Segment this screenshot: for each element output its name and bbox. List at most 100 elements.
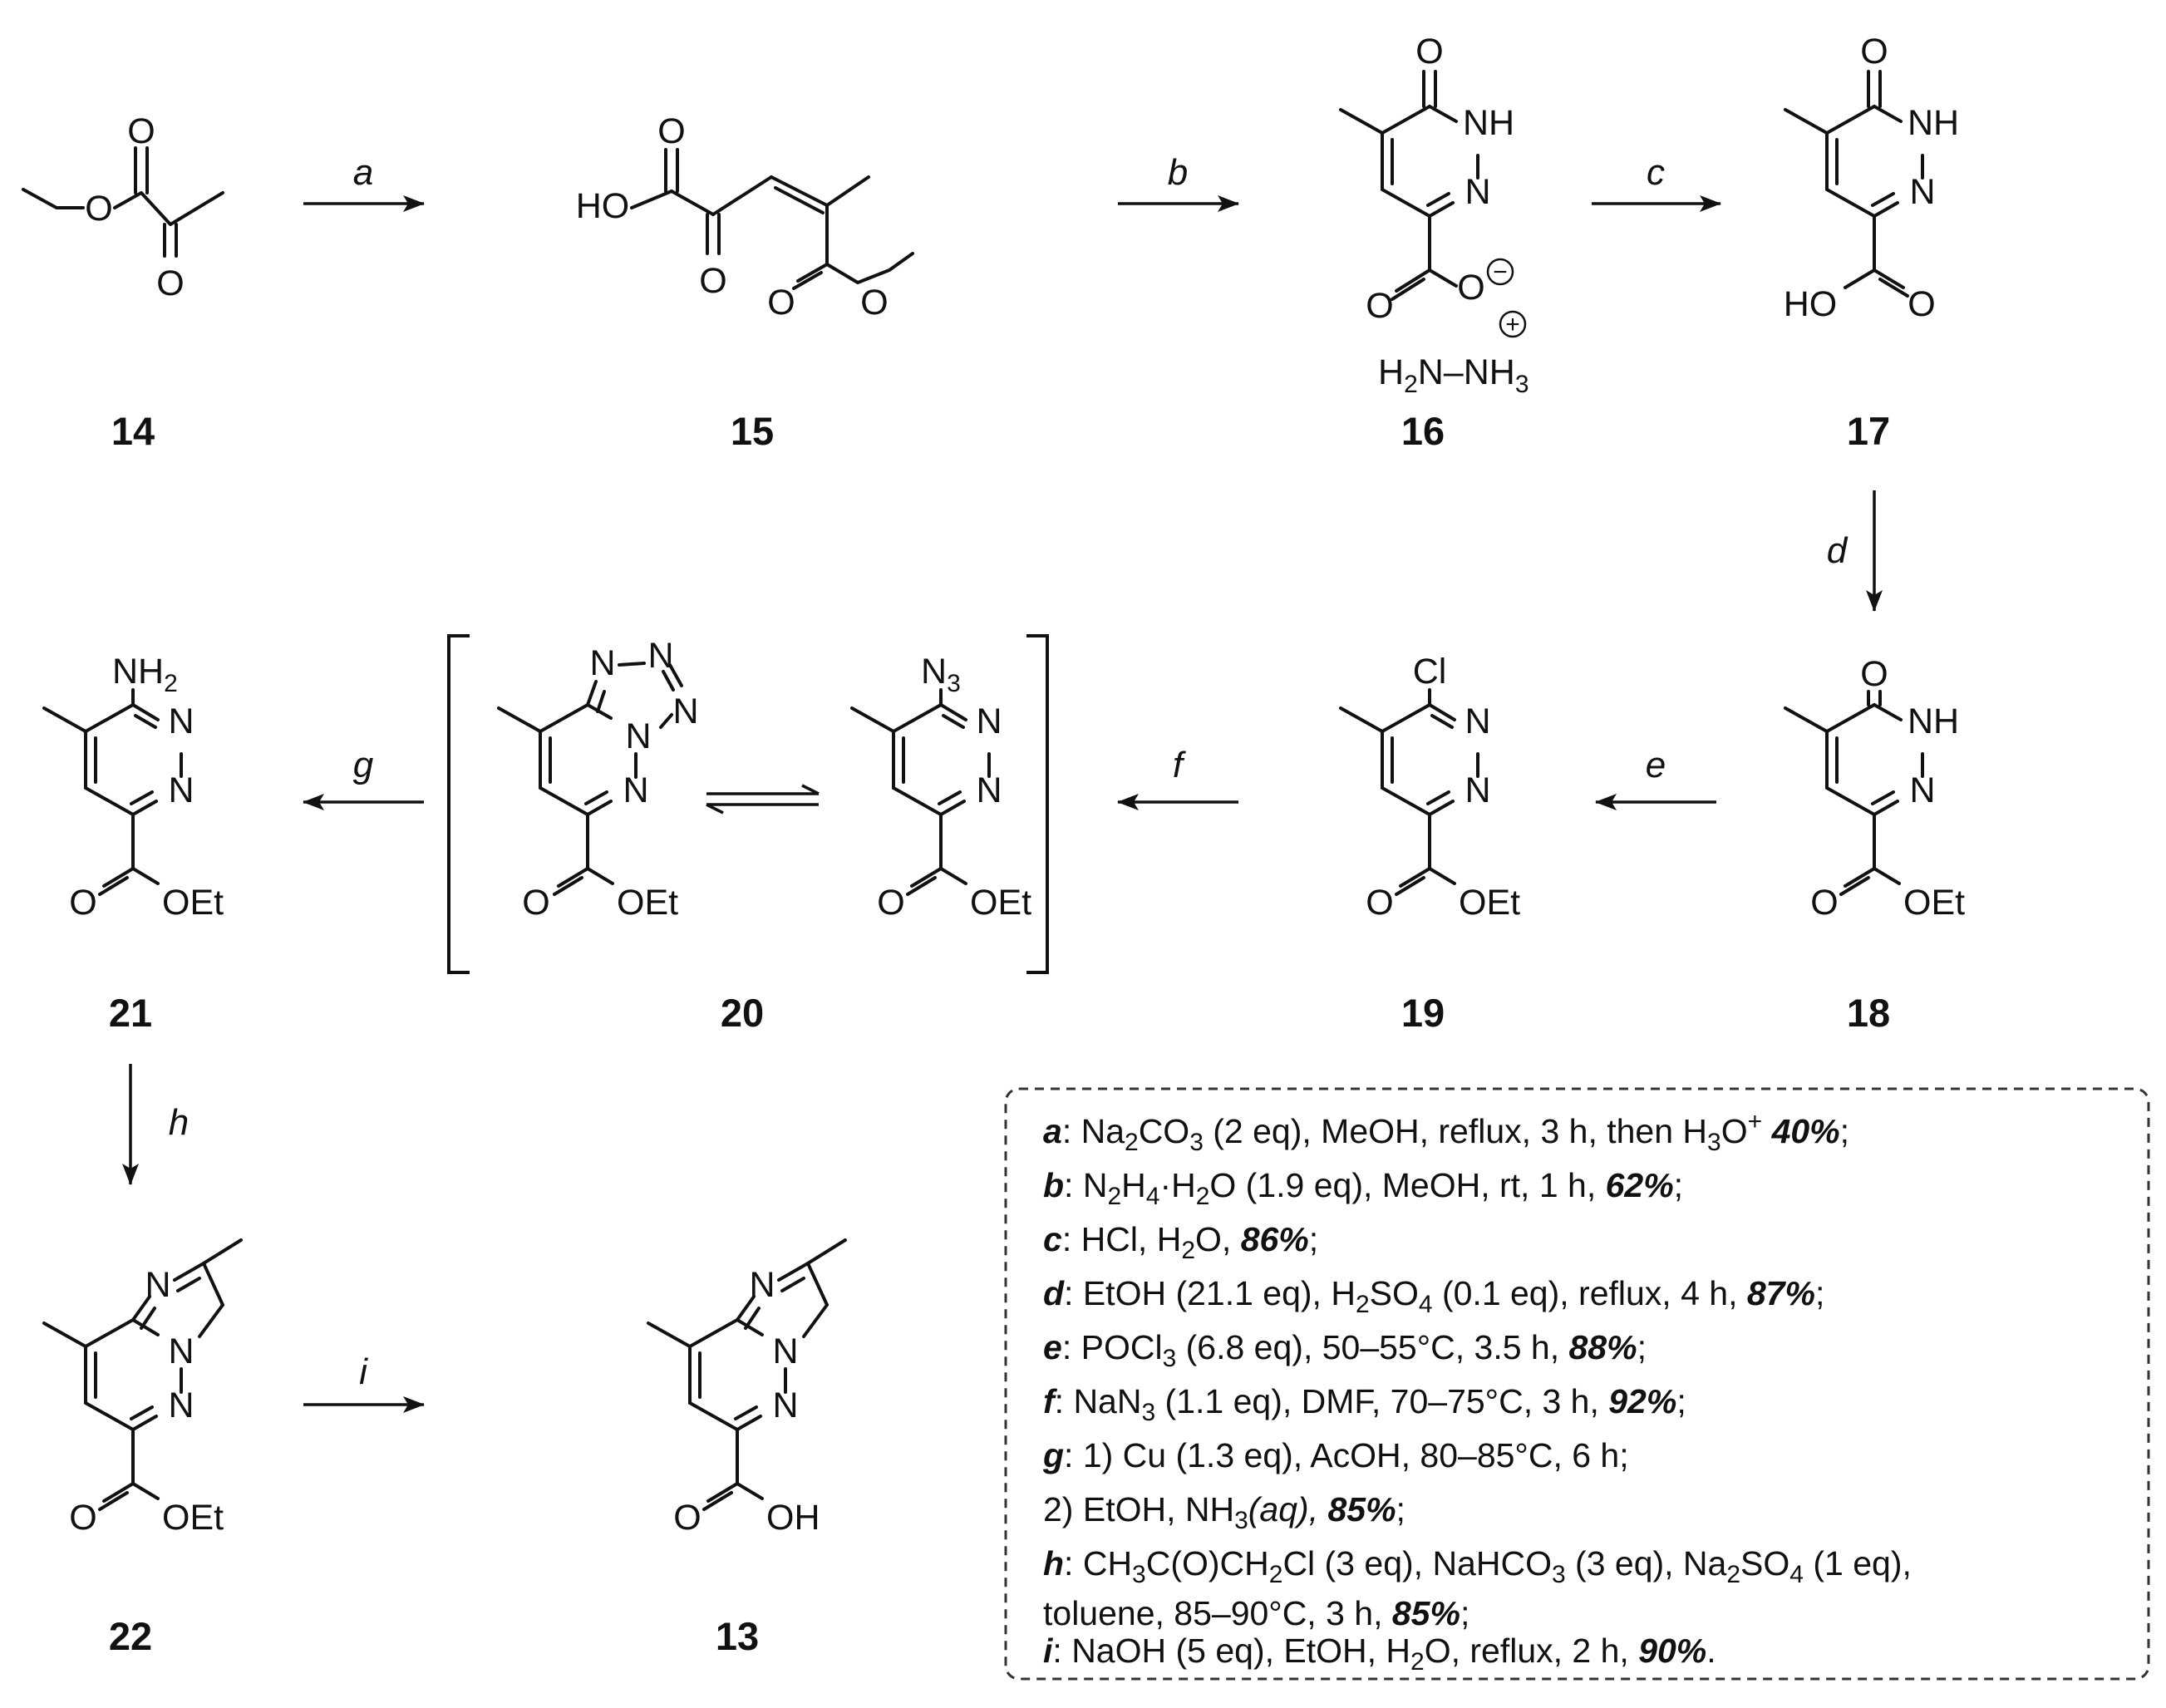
atom-nh: NH (1908, 701, 1959, 741)
arrow-label-a: a (353, 152, 373, 193)
atom-n: N (976, 701, 1002, 741)
arrow-label-f: f (1173, 745, 1187, 785)
atom-o: O (1457, 268, 1484, 308)
arrow-label-h: h (169, 1102, 189, 1143)
reaction-arrows (122, 195, 1883, 1413)
atom-o: O (860, 283, 888, 322)
atom-o: O (1366, 286, 1393, 326)
atom-o: O (85, 189, 112, 229)
amino-group: NH2 (112, 652, 178, 697)
atom-n: N (168, 1386, 194, 1425)
compound-label-18: 18 (1847, 991, 1890, 1035)
atom-o: O (699, 261, 726, 301)
condition-c: c: HCl, H2O, 86%; (1043, 1220, 1318, 1264)
arrow-label-i: i (359, 1351, 368, 1392)
atom-n: N (1465, 701, 1490, 741)
atom-oet: OEt (617, 883, 678, 923)
amino-nh: NH (112, 652, 164, 692)
compound-20: N N N N N O OEt N3 N N (447, 634, 1049, 1035)
atom-n: N (589, 643, 615, 683)
arrow-label-d: d (1827, 530, 1848, 571)
conditions-box (1004, 1087, 2150, 1681)
atom-o: O (1908, 284, 1935, 324)
compound-22: N N N O OEt 22 (42, 1238, 243, 1658)
negative-charge-sign: − (1493, 258, 1508, 286)
compound-21: NH2 N N O OEt 21 (42, 652, 224, 1035)
atom-o: O (1860, 32, 1888, 71)
compound-label-22: 22 (109, 1614, 152, 1658)
condition-g-1: g: 1) Cu (1.3 eq), AcOH, 80–85°C, 6 h; (1042, 1436, 1629, 1474)
atom-n: N (168, 1331, 194, 1371)
condition-f: f: NaN3 (1.1 eq), DMF, 70–75°C, 3 h, 92%… (1043, 1382, 1686, 1426)
arrow-label-g: g (353, 745, 374, 785)
compound-19: Cl N N O OEt 19 (1339, 652, 1520, 1035)
compound-label-14: 14 (111, 409, 155, 453)
atom-ho: HO (576, 186, 630, 226)
atom-o: O (1366, 883, 1393, 923)
atom-o: O (877, 883, 904, 923)
atom-n: N (976, 770, 1002, 810)
atom-oet: OEt (1459, 883, 1520, 923)
atom-n: N (168, 701, 194, 741)
hydrazinium-sub-3: 3 (1515, 371, 1529, 398)
positive-charge-sign: + (1505, 311, 1520, 338)
atom-n: N (1465, 172, 1490, 212)
compound-label-15: 15 (731, 409, 774, 453)
atom-n: N (623, 770, 648, 810)
negative-charge-icon (1486, 258, 1514, 286)
positive-charge-icon (1499, 310, 1527, 338)
atom-o: O (69, 1498, 96, 1538)
atom-o: O (1810, 883, 1838, 923)
compound-label-16: 16 (1401, 409, 1445, 453)
atom-nh: NH (1463, 103, 1514, 143)
right-bracket (1026, 634, 1049, 974)
compound-label-13: 13 (716, 1614, 759, 1658)
left-bracket (447, 634, 470, 974)
atom-cl: Cl (1413, 652, 1447, 692)
atom-ho: HO (1784, 284, 1838, 324)
azide-sub-3: 3 (947, 670, 961, 697)
condition-h-2: toluene, 85–90°C, 3 h, 85%; (1043, 1594, 1469, 1632)
atom-oet: OEt (162, 883, 224, 923)
atom-o: O (1860, 654, 1888, 694)
arrow-label-c: c (1647, 152, 1665, 193)
atom-o: O (767, 283, 795, 322)
compound-label-19: 19 (1401, 991, 1445, 1035)
atom-n: N (145, 1265, 170, 1305)
atom-n: N (625, 716, 651, 756)
hydrazinium-sub-2: 2 (1404, 371, 1418, 398)
atom-o: O (522, 883, 549, 923)
condition-g-2: 2) EtOH, NH3(aq), 85%; (1043, 1490, 1405, 1534)
azide-n: N (921, 652, 947, 692)
atom-n: N (1465, 770, 1490, 810)
amino-sub-2: 2 (164, 670, 178, 697)
atom-oet: OEt (162, 1498, 224, 1538)
compound-16: O NH N O O − H2N–NH3 + 16 (1339, 32, 1529, 453)
condition-h-1: h: CH3C(O)CH2Cl (3 eq), NaHCO3 (3 eq), N… (1043, 1544, 1912, 1588)
atom-n: N (1909, 770, 1935, 810)
atom-n: N (672, 692, 698, 731)
atom-n: N (772, 1386, 798, 1425)
atom-oet: OEt (970, 883, 1031, 923)
atom-n: N (749, 1265, 775, 1305)
compound-14: O O O 14 (22, 111, 224, 453)
hydrazinium-h: H (1378, 352, 1404, 392)
atom-o: O (156, 263, 184, 303)
atom-o: O (673, 1498, 701, 1538)
atom-o: O (127, 111, 155, 151)
compound-label-21: 21 (109, 991, 152, 1035)
compound-15: HO O O O O 15 (576, 111, 914, 453)
atom-n: N (1909, 172, 1935, 212)
atom-o: O (1415, 32, 1443, 71)
condition-d: d: EtOH (21.1 eq), H2SO4 (0.1 eq), reflu… (1043, 1274, 1824, 1318)
atom-o: O (69, 883, 96, 923)
condition-i: i: NaOH (5 eq), EtOH, H2O, reflux, 2 h, … (1043, 1632, 1716, 1676)
hydrazinium-formula: H2N–NH3 (1378, 352, 1529, 398)
atom-n: N (168, 770, 194, 810)
atom-n: N (772, 1331, 798, 1371)
atom-oet: OEt (1903, 883, 1965, 923)
compound-17: O NH N HO O 17 (1784, 32, 1959, 453)
atom-o: O (657, 111, 685, 151)
compound-18: O NH N O OEt 18 (1784, 654, 1965, 1035)
